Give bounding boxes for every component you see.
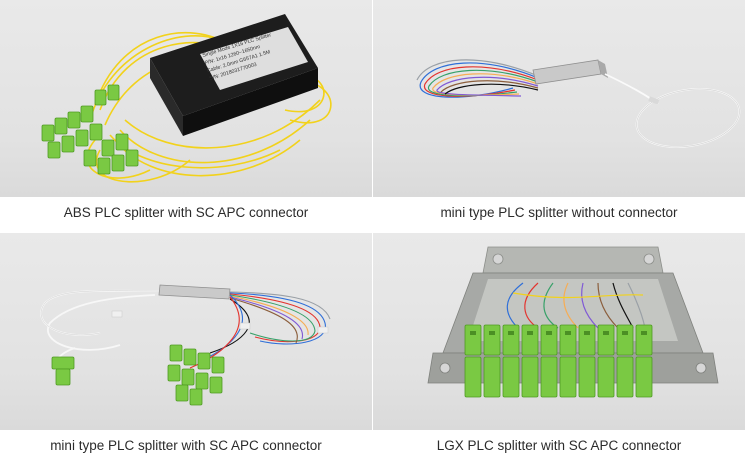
product-card-abs-plc-splitter[interactable]: Single Mode 1X16 PLC Splitter P/N: 1x16 … — [0, 0, 372, 230]
abs-plc-splitter-photo: Single Mode 1X16 PLC Splitter P/N: 1x16 … — [0, 0, 372, 197]
steel-tube — [532, 59, 608, 85]
input-sc-apc-connector — [51, 356, 75, 386]
sc-apc-connectors — [41, 84, 139, 175]
product-caption: mini type PLC splitter with SC APC conne… — [50, 438, 322, 453]
product-card-mini-plc-splitter-bare[interactable]: mini type PLC splitter without connector — [373, 0, 745, 230]
mini-plc-splitter-sc-apc-illustration — [40, 284, 331, 406]
mini-plc-splitter-bare-illustration — [416, 59, 741, 148]
product-caption: mini type PLC splitter without connector — [440, 205, 678, 220]
product-card-mini-plc-splitter-sc-apc[interactable]: mini type PLC splitter with SC APC conne… — [0, 233, 372, 463]
product-caption: ABS PLC splitter with SC APC connector — [63, 205, 309, 220]
mini-plc-splitter-sc-apc-photo — [0, 233, 372, 430]
abs-box — [150, 14, 318, 136]
mini-plc-splitter-bare-photo — [373, 0, 745, 197]
product-card-lgx-plc-splitter[interactable]: LGX PLC splitter with SC APC connector — [373, 233, 745, 463]
abs-plc-splitter-illustration: Single Mode 1X16 PLC Splitter P/N: 1x16 … — [41, 14, 332, 183]
lgx-plc-splitter-illustration — [427, 246, 719, 398]
lgx-sc-apc-adapters — [464, 324, 653, 398]
lgx-plc-splitter-photo — [373, 233, 745, 430]
output-sc-apc-connectors — [167, 344, 225, 406]
product-caption: LGX PLC splitter with SC APC connector — [436, 438, 682, 453]
